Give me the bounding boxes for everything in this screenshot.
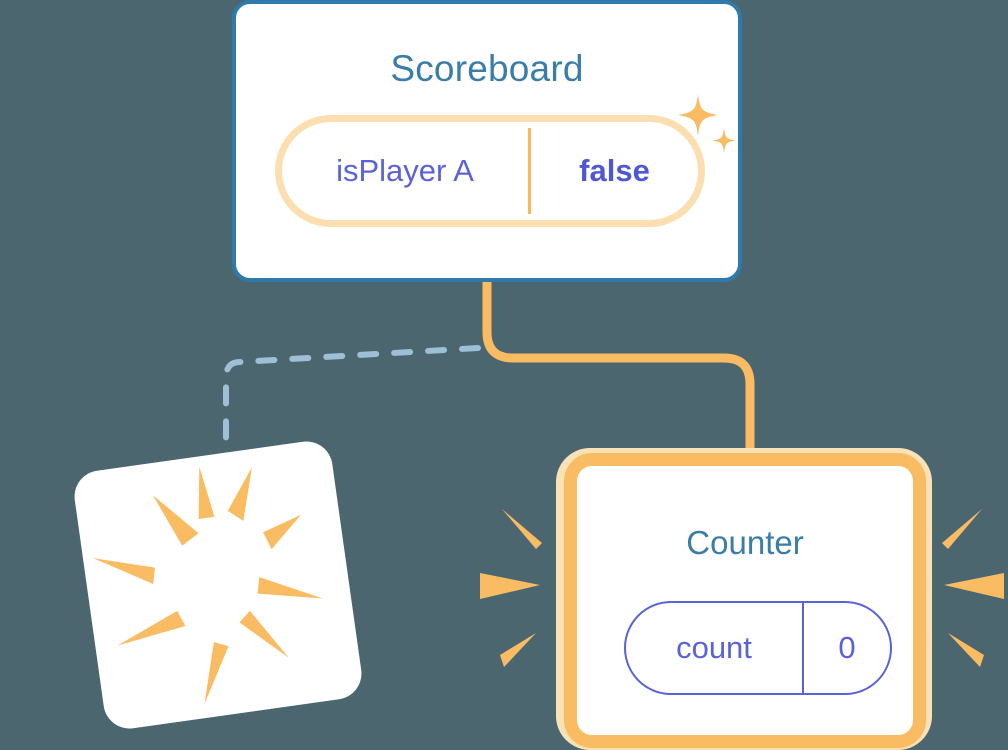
counter-title: Counter xyxy=(686,524,804,561)
sparkle-large-icon xyxy=(678,94,718,136)
counter-pill-key-label: count xyxy=(676,630,752,665)
counter-pill-divider xyxy=(802,603,804,693)
scoreboard-title: Scoreboard xyxy=(390,48,584,89)
counter-pill-value-label: 0 xyxy=(838,630,856,665)
scoreboard-state-pill[interactable]: isPlayer A false xyxy=(275,115,705,227)
rotated-burst-card xyxy=(71,438,365,732)
counter-burst-rays-left-icon xyxy=(480,509,542,667)
burst-rays-icon xyxy=(93,466,323,705)
pill-divider xyxy=(528,128,531,214)
counter-state-pill[interactable]: count 0 xyxy=(624,601,892,695)
pill-highlight-glow xyxy=(275,115,705,227)
pill-value-label: false xyxy=(579,153,650,188)
pill-key-label: isPlayer A xyxy=(336,153,474,188)
orange-connector xyxy=(482,278,755,460)
sparkle-small-icon xyxy=(712,128,736,153)
counter-card[interactable]: Counter count 0 xyxy=(564,453,926,748)
dashed-connector xyxy=(223,345,481,495)
pill-body[interactable]: isPlayer A false xyxy=(282,122,698,220)
counter-burst-rays-right-icon xyxy=(942,509,1004,667)
sparkle-group-icon xyxy=(678,94,736,153)
